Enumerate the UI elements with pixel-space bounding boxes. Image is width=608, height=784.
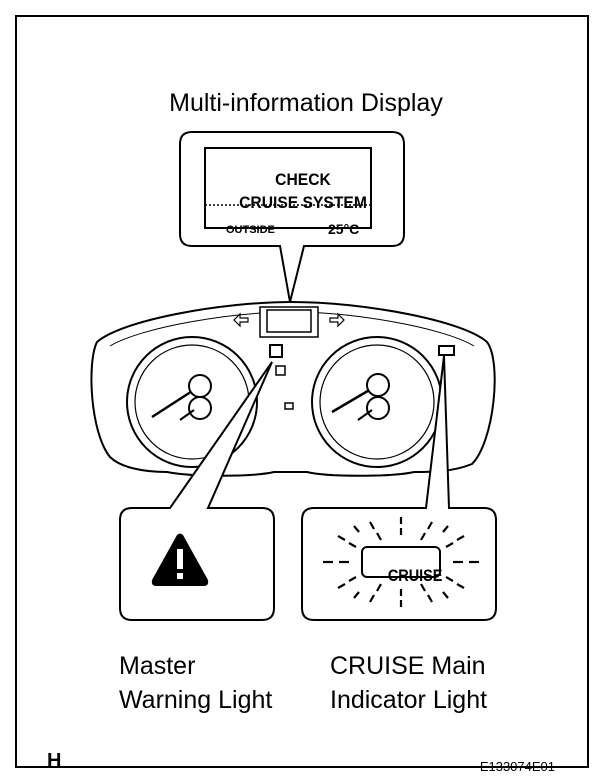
corner-letter: H — [47, 750, 62, 772]
master-warning-indicator — [269, 344, 283, 358]
left-turn-arrow-icon — [233, 312, 249, 328]
master-warning-caption: Master Warning Light — [119, 649, 272, 717]
display-outside-label: OUTSIDE — [226, 224, 275, 236]
right-gauge-hub-small — [366, 396, 390, 420]
right-gauge-small-needle — [357, 409, 373, 421]
cruise-indicator-callout — [301, 355, 497, 621]
display-line-2: CRUISE SYSTEM — [239, 193, 367, 212]
left-gauge-small-needle — [179, 409, 195, 421]
cruise-main-indicator — [438, 345, 455, 356]
right-gauge-hub-large — [366, 373, 390, 397]
display-line-1: CHECK — [275, 170, 331, 189]
cruise-badge-text: CRUISE — [387, 566, 443, 585]
cruise-indicator-caption-line1: CRUISE Main — [330, 652, 486, 680]
center-indicator-small — [275, 365, 286, 376]
master-warning-caption-line1: Master — [119, 652, 196, 680]
cluster-display-window — [266, 309, 312, 333]
left-gauge-hub-small — [188, 396, 212, 420]
figure-title: Multi-information Display — [169, 89, 443, 117]
center-indicator-bottom — [284, 402, 294, 410]
cruise-indicator-caption-line2: Indicator Light — [330, 686, 488, 714]
warning-exclamation-bar — [177, 549, 183, 569]
cruise-indicator-caption: CRUISE Main Indicator Light — [330, 649, 487, 717]
illustration — [90, 131, 497, 621]
master-warning-caption-line2: Warning Light — [119, 686, 273, 714]
right-turn-arrow-icon — [329, 312, 345, 328]
left-gauge-hub-large — [188, 374, 212, 398]
display-temperature: 25°C — [328, 221, 360, 237]
lcd-screen — [204, 147, 372, 229]
warning-exclamation-dot — [177, 573, 183, 579]
figure-code: E133074E01 — [479, 759, 555, 774]
figure-frame: Multi-information Display CHECK CRUISE S… — [15, 15, 589, 774]
cruise-badge-box — [361, 546, 441, 578]
master-warning-callout — [119, 361, 275, 621]
cruise-flash-rays — [323, 517, 479, 607]
